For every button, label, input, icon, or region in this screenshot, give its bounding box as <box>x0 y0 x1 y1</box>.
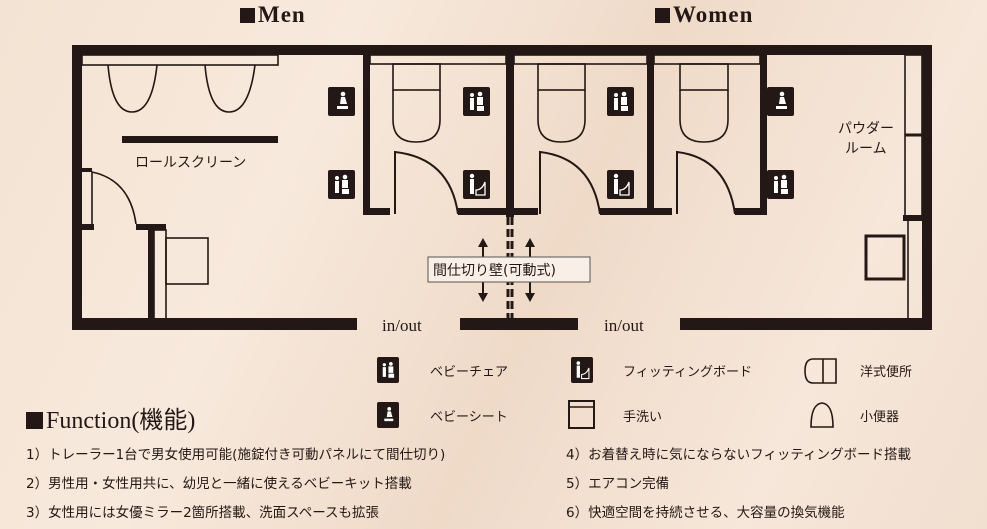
urinal-2 <box>204 64 256 113</box>
women-toilet-2 <box>653 54 761 143</box>
men-sink-partition <box>148 224 154 320</box>
baby-chair-icon <box>328 170 355 199</box>
partition-label: 間仕切り壁(可動式) <box>433 263 556 279</box>
bottom-wall-center <box>460 318 578 330</box>
legend-hand-wash: 手洗い <box>623 410 663 425</box>
baby-seat-icon <box>377 402 399 428</box>
men-entrance-label: in/out <box>382 316 422 335</box>
function-item: 2）男性用・女性用共に、幼児と一緒に使えるベビーキット搭載 <box>26 476 412 492</box>
baby-seat-icon <box>767 87 794 116</box>
powder-room-label-1: パウダー <box>838 121 894 137</box>
men-toilet <box>369 54 507 143</box>
western-toilet-icon <box>804 358 837 384</box>
women-stall-wall-1 <box>647 55 654 215</box>
baby-chair-icon <box>377 357 399 383</box>
function-item: 5）エアコン完備 <box>566 476 670 492</box>
legend-western-toilet: 洋式便所 <box>860 365 913 380</box>
legend-urinal: 小便器 <box>860 410 900 425</box>
women-entrance-label: in/out <box>604 316 644 335</box>
center-wall <box>506 55 514 217</box>
men-label: Men <box>258 2 306 27</box>
function-item: 1）トレーラー1台で男女使用可能(施錠付き可動パネルにて間仕切り) <box>26 447 446 463</box>
women-toilet-1 <box>513 54 648 143</box>
square-bullet-icon <box>655 8 670 23</box>
legend-fitting-board: フィッティングボード <box>623 365 752 380</box>
floor-plan <box>72 45 932 330</box>
baby-chair-icon <box>767 170 794 199</box>
roll-screen-bar <box>122 136 278 143</box>
function-item: 6）快適空間を持続させる、大容量の換気機能 <box>566 505 845 521</box>
men-stall-wall <box>363 55 370 215</box>
square-bullet-icon <box>26 412 43 429</box>
fitting-board-icon <box>571 357 593 383</box>
function-item: 3）女性用には女優ミラー2箇所搭載、洗面スペースも拡張 <box>26 505 380 521</box>
right-wall <box>922 45 932 330</box>
function-title-text: Function(機能) <box>46 408 196 434</box>
roll-screen-label: ロールスクリーン <box>135 155 247 171</box>
bottom-wall-left <box>72 318 357 330</box>
powder-room-sink <box>864 234 906 281</box>
bottom-wall-right <box>680 318 932 330</box>
urinal-icon <box>810 402 834 428</box>
powder-room-label-2: ルーム <box>845 141 887 157</box>
baby-seat-icon <box>328 87 355 116</box>
legend-baby-seat: ベビーシート <box>430 410 508 425</box>
men-sink <box>165 237 209 285</box>
top-wall <box>72 45 932 55</box>
function-item: 4）お着替え時に気にならないフィッティングボード搭載 <box>566 447 912 463</box>
fitting-board-icon <box>463 170 490 199</box>
urinal-1 <box>107 64 158 113</box>
baby-chair-icon <box>463 87 490 116</box>
left-wall <box>72 45 82 330</box>
women-stall-wall-2 <box>760 55 767 215</box>
hand-wash-icon <box>568 400 595 429</box>
legend-baby-chair: ベビーチェア <box>430 365 509 380</box>
men-header: Men <box>240 2 306 28</box>
baby-chair-icon <box>607 87 634 116</box>
square-bullet-icon <box>240 8 255 23</box>
function-title: Function(機能) <box>26 400 195 435</box>
fitting-board-icon <box>607 170 634 199</box>
women-header: Women <box>655 2 753 28</box>
women-label: Women <box>673 2 754 27</box>
